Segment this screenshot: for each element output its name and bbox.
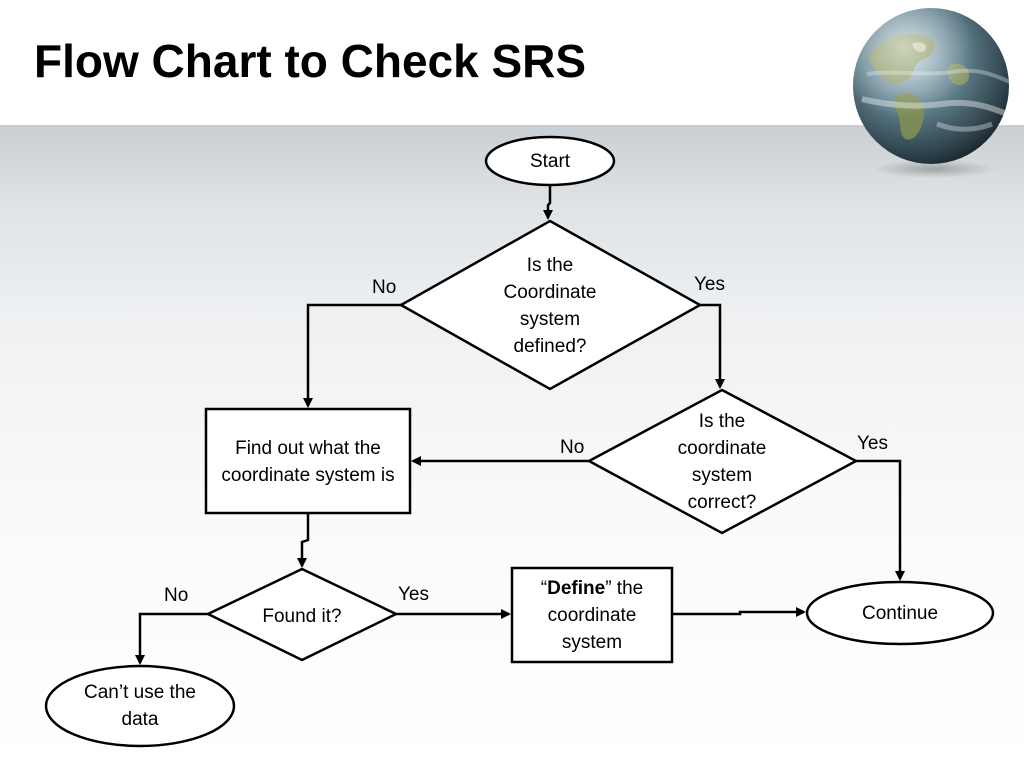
decision-found-label: Found it? [262,605,342,627]
continue-terminal [805,580,995,646]
continue-label: Continue [861,602,939,624]
decision-correct-diamond [586,388,859,535]
connector-start-to-defined [543,185,553,220]
edge-label-found-no: No [164,585,189,606]
connector-define-to-continue [672,607,806,617]
connector-found-no [135,612,208,665]
cant-use-label: Can’t use the data [84,682,196,730]
define-quote-open: “ [540,577,548,599]
cant-use-terminal [44,664,236,748]
edge-label-defined-no: No [372,277,397,298]
decision-defined-diamond [398,219,703,391]
define-label: “Define” the coordinate system [516,573,668,657]
define-bold-word: Define [547,577,606,599]
connector-defined-no [303,303,401,408]
decision-defined-label: Is the Coordinate system defined? [503,255,597,357]
decision-correct-label: Is the coordinate system correct? [677,411,767,513]
earth-globe-icon [853,8,1009,178]
slide-title: Flow Chart to Check SRS [34,35,587,87]
edge-label-correct-no: No [560,437,585,458]
edge-label-correct-yes: Yes [857,433,888,454]
define-rest-text: ” the coordinate system [547,577,644,653]
edge-label-found-yes: Yes [398,584,429,605]
connector-defined-yes [700,303,725,389]
decision-found-diamond [205,567,399,662]
edge-label-defined-yes: Yes [694,274,725,295]
find-out-label: Find out what the coordinate system is [221,438,395,486]
connector-correct-yes [856,459,905,581]
find-out-process-box [204,407,412,515]
define-process-box [510,566,674,664]
start-label: Start [529,150,571,172]
connector-find-to-found [297,513,310,568]
